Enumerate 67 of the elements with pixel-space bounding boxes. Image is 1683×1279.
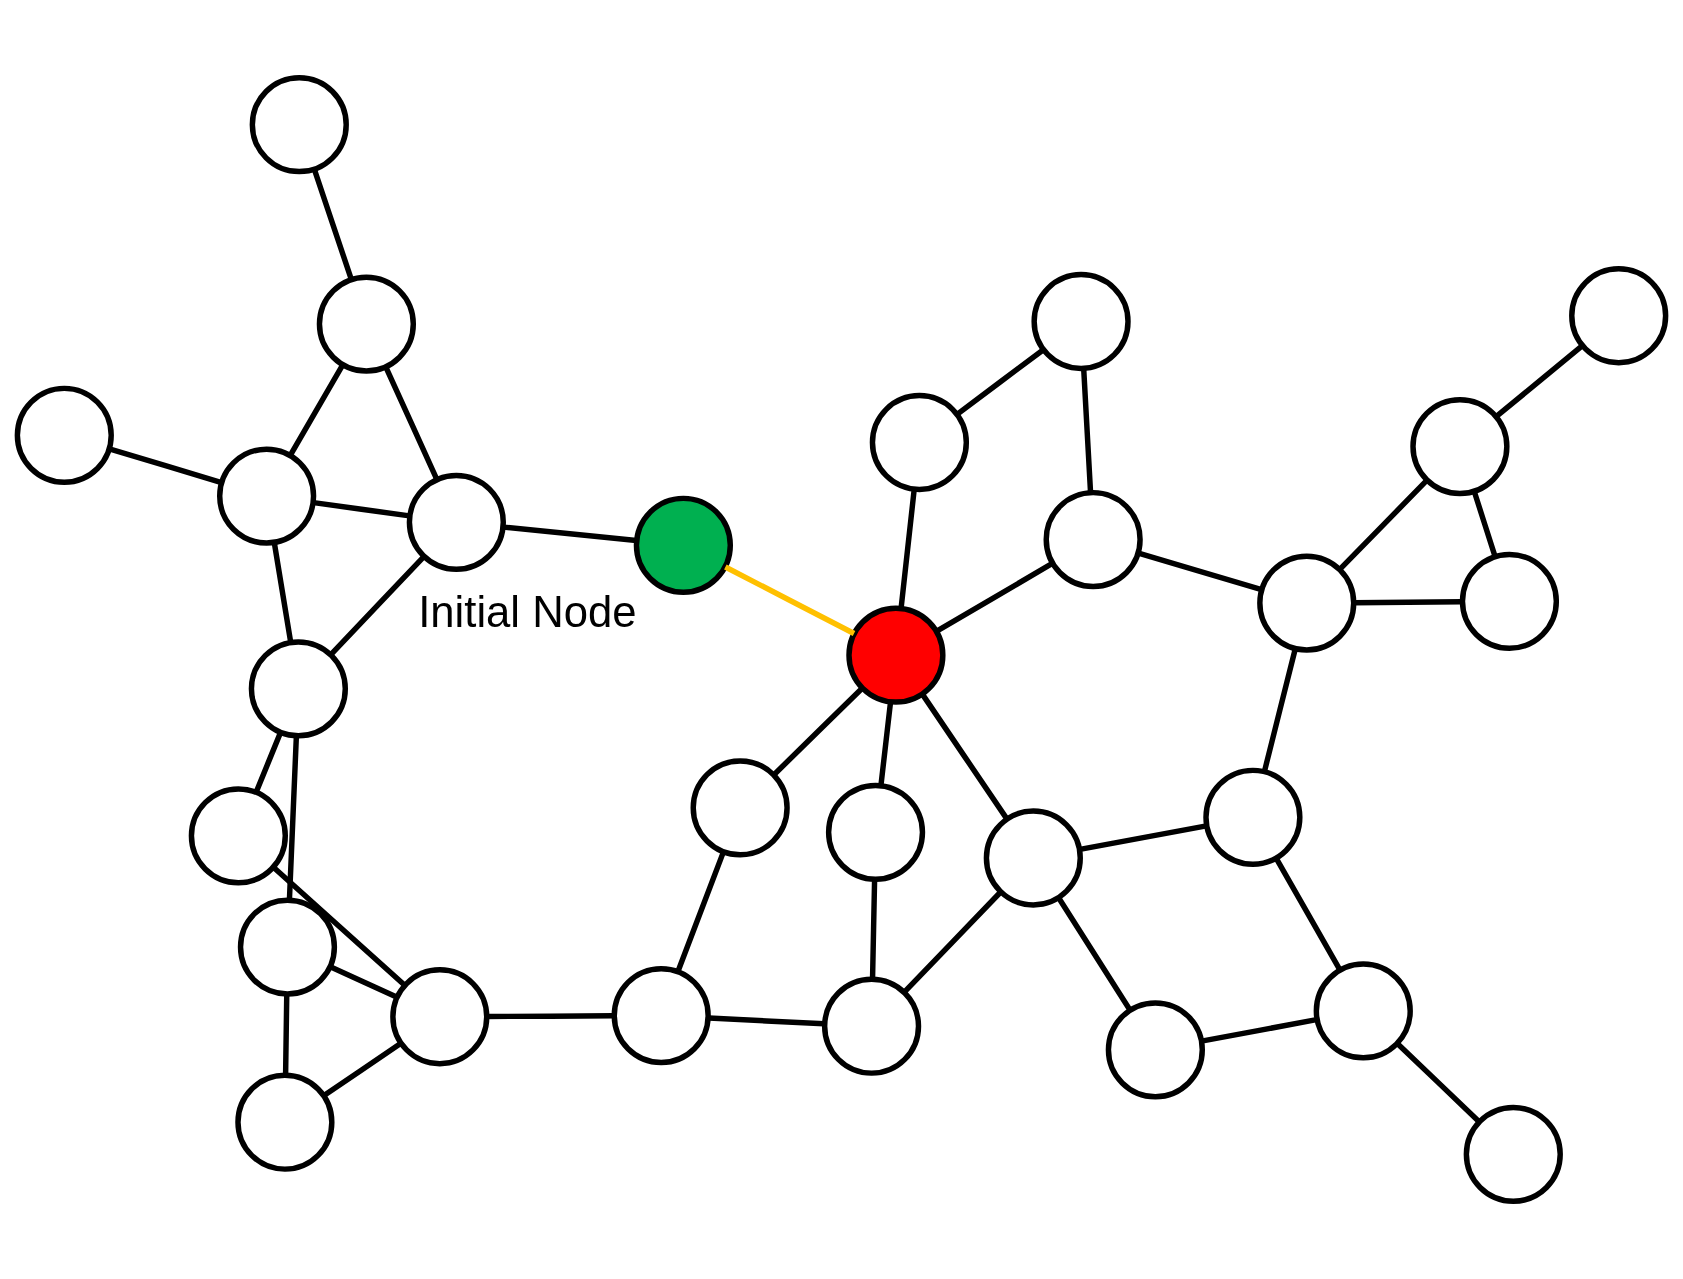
connector [271,865,407,988]
connector [1079,823,1207,853]
connector [1137,550,1263,593]
node-circle [869,392,970,493]
connector [1080,368,1094,493]
connector [1395,1041,1482,1124]
connector [1338,478,1429,572]
node-circle [825,782,926,882]
connector [675,850,726,973]
connector [486,1013,614,1020]
connector [1495,343,1584,419]
node-circle [1410,396,1510,497]
connector [898,489,917,609]
connector [329,554,426,657]
node-circle [217,446,317,546]
connector [322,1041,402,1098]
connector [286,735,300,900]
node-circle [406,472,506,572]
connector [1471,490,1498,558]
node-circle [249,75,349,175]
node-circle [1569,266,1669,366]
connector [282,994,290,1076]
node-circle [14,385,114,485]
connector [503,524,637,544]
node-circle [1203,767,1303,867]
connector [956,347,1045,417]
connector [1056,896,1133,1012]
node-circle [390,967,490,1067]
connector [313,499,410,519]
node-circle [235,1072,335,1172]
node-circle [1313,961,1413,1061]
connector [935,561,1054,634]
node-circle [248,639,348,739]
node-circle [316,274,417,374]
node-circle [1257,553,1357,653]
connector [271,542,294,643]
connector [383,365,440,481]
node-circle [633,495,733,595]
connector [1201,1016,1318,1044]
connector [724,564,856,636]
connector [869,879,878,980]
connector [1261,648,1298,772]
connector [108,446,222,485]
node-circle [690,758,790,858]
node-circle [846,605,946,705]
node-circle [1459,551,1560,651]
connector [1353,599,1462,606]
node-label: Initial Node [418,587,637,637]
connector [902,890,1003,995]
connector [329,964,398,1000]
connector [287,363,345,457]
node-circle [983,808,1083,908]
connector [253,731,283,793]
node-circle [821,976,922,1076]
connector [708,1015,825,1027]
node-circle [611,965,711,1066]
connector [878,701,894,786]
connector [920,692,1010,821]
node-circle [1105,1000,1205,1100]
node-circle [1043,489,1143,590]
node-circle [237,897,338,997]
connector [311,168,354,280]
node-circle [1031,271,1131,372]
node-circle [1463,1104,1563,1204]
connector [772,686,865,777]
connector [1273,856,1343,972]
node-circle [188,786,288,886]
